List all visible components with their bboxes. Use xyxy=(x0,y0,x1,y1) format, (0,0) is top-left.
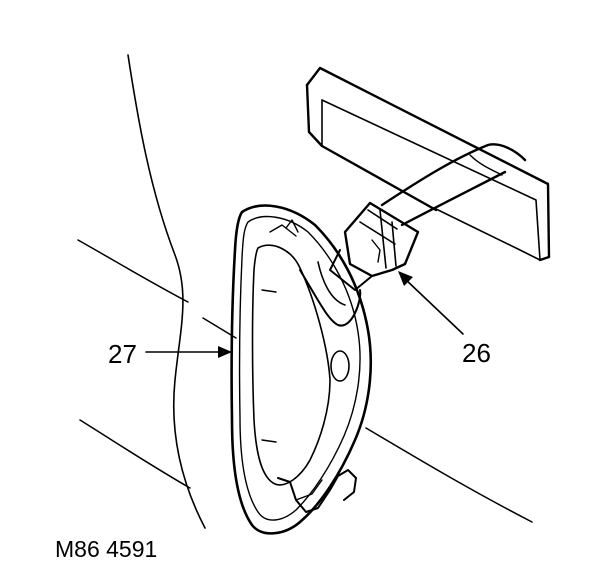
wiring-harness xyxy=(380,143,527,227)
body-panel-edge xyxy=(127,54,206,529)
leader-line-27 xyxy=(145,346,232,358)
body-panel-line-right xyxy=(365,427,533,523)
side-repeater-lamp xyxy=(230,204,373,535)
callout-label-27: 27 xyxy=(108,339,137,369)
body-panel-line-upper xyxy=(77,239,189,303)
callout-label-26: 26 xyxy=(462,338,491,368)
harness-connector xyxy=(329,201,420,291)
body-panel-line-mid xyxy=(202,317,237,339)
leader-line-26 xyxy=(398,271,464,335)
mounting-panel xyxy=(305,66,551,262)
figure-code: M86 4591 xyxy=(55,536,158,562)
body-panel-line-lower xyxy=(79,419,191,489)
